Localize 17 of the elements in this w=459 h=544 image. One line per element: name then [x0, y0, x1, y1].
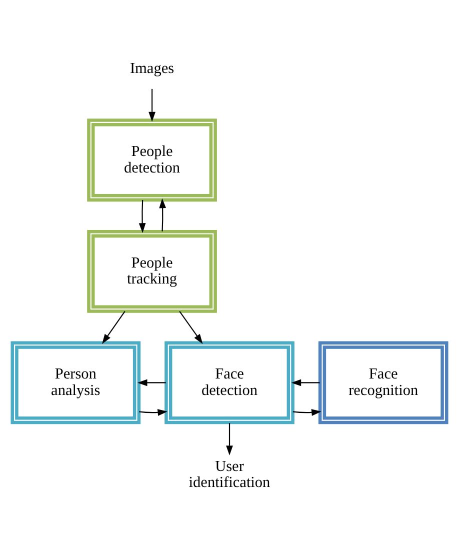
arrow: [137, 378, 166, 386]
node-box: Face detection: [164, 340, 294, 424]
arrow: [179, 310, 203, 344]
arrow: [291, 378, 320, 386]
arrow: [138, 408, 168, 416]
node-text: Images: [130, 60, 174, 77]
arrow: [159, 198, 166, 231]
node-box: Person analysis: [10, 340, 141, 424]
arrow: [148, 88, 156, 122]
node-text: User identification: [188, 457, 270, 491]
node-box: People detection: [87, 118, 217, 202]
arrow: [292, 408, 322, 416]
arrow: [102, 310, 126, 344]
node-box: People tracking: [87, 229, 217, 312]
node-box: Face recognition: [318, 340, 448, 424]
arrow: [226, 422, 233, 455]
arrow: [138, 199, 146, 232]
